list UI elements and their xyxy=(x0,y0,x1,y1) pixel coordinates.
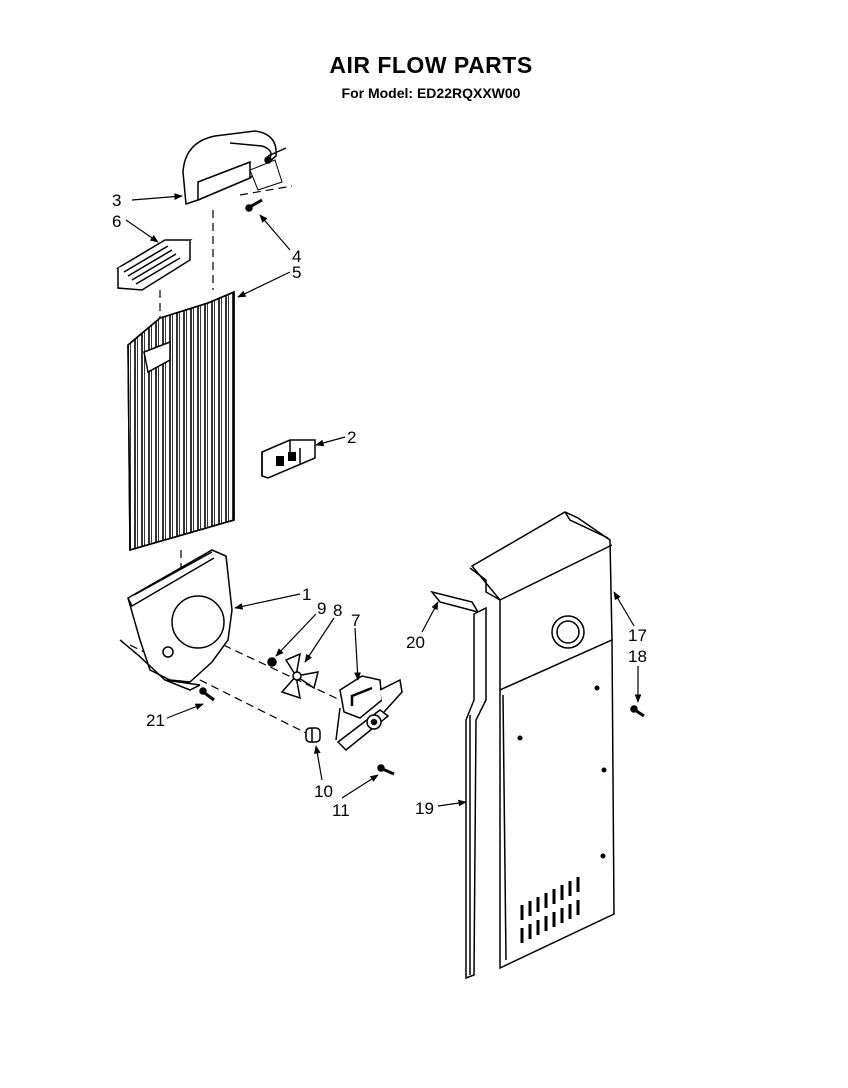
callout-6: 6 xyxy=(112,212,121,231)
part-11-screw xyxy=(377,764,395,776)
callout-17: 17 xyxy=(628,626,647,645)
callout-2: 2 xyxy=(347,428,356,447)
callout-8: 8 xyxy=(333,601,342,620)
part-17-rear-panel xyxy=(469,511,615,970)
callout-19: 19 xyxy=(415,799,434,818)
part-21-screw xyxy=(199,687,215,702)
callout-11: 11 xyxy=(332,801,350,820)
callout-20: 20 xyxy=(406,633,425,652)
callout-4: 4 xyxy=(292,247,301,266)
page-title: AIR FLOW PARTS xyxy=(329,52,533,78)
callout-21: 21 xyxy=(146,711,165,730)
part-5-evaporator-cover xyxy=(127,290,235,551)
callout-9: 9 xyxy=(317,599,326,618)
part-6-grille xyxy=(115,239,193,291)
callout-1: 1 xyxy=(302,585,311,604)
callout-leaders xyxy=(125,193,642,807)
callout-5: 5 xyxy=(292,263,301,282)
callout-10: 10 xyxy=(314,782,333,801)
callout-7: 7 xyxy=(351,611,360,630)
model-subtitle: For Model: ED22RQXXW00 xyxy=(341,85,521,101)
part-20-strip xyxy=(430,590,480,614)
callout-3: 3 xyxy=(112,191,121,210)
part-7-fan-motor xyxy=(335,675,403,752)
part-8-fan-blade xyxy=(280,652,320,700)
part-1-fan-shroud xyxy=(119,549,233,691)
part-9-washer xyxy=(267,657,277,667)
part-3-duct-housing xyxy=(182,130,287,206)
part-4-screw xyxy=(245,198,263,212)
vent-slots xyxy=(520,877,580,943)
part-2-bracket xyxy=(261,439,316,479)
callout-numbers: 3 6 4 5 2 1 9 8 7 21 10 11 20 19 17 18 xyxy=(112,191,647,820)
part-18-screw xyxy=(630,705,645,718)
callout-18: 18 xyxy=(628,647,647,666)
part-19-vertical-strip xyxy=(465,606,487,980)
part-10-grommet xyxy=(305,727,321,743)
